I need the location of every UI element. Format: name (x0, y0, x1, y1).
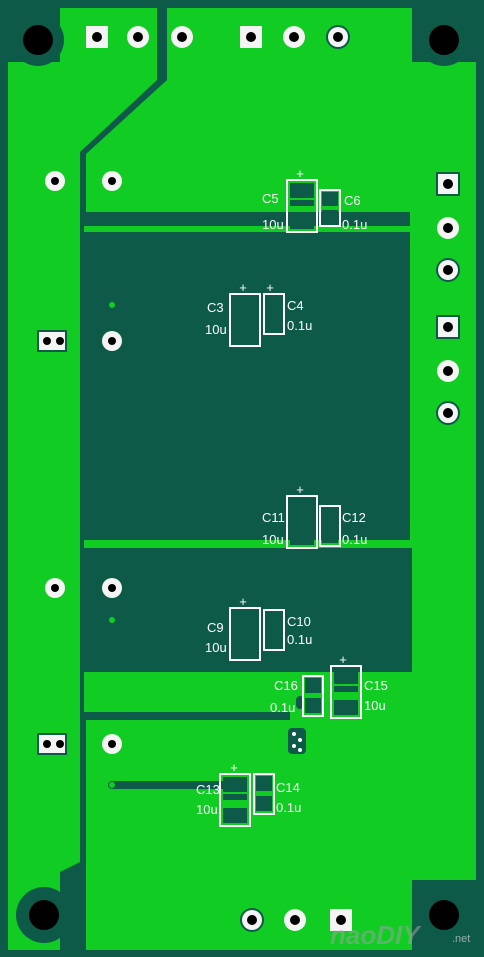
cap-c12 (319, 505, 341, 547)
plus-c9: + (239, 594, 247, 609)
cap-c9 (229, 607, 261, 661)
label-c14-val: 0.1u (276, 800, 301, 815)
label-c15-val: 10u (364, 698, 386, 713)
label-c10: C10 (287, 614, 311, 629)
label-c5-val: 10u (262, 217, 284, 232)
label-c11-val: 10u (262, 532, 284, 547)
plus-c11: + (296, 482, 304, 497)
label-c6: C6 (344, 193, 361, 208)
vias (288, 728, 306, 754)
cap-c5 (286, 179, 318, 233)
cap-c6 (319, 189, 341, 227)
watermark-suffix: .net (452, 933, 470, 945)
label-c13: C13 (196, 782, 220, 797)
mounting-hole-bottom-left (16, 887, 72, 943)
mounting-hole-top-left (12, 14, 64, 66)
cap-c10 (263, 609, 285, 651)
label-c15: C15 (364, 678, 388, 693)
traces (108, 301, 304, 789)
label-c4-val: 0.1u (287, 318, 312, 333)
label-c16: C16 (274, 678, 298, 693)
copper-left (8, 8, 157, 950)
mounting-hole-bottom-right (416, 887, 472, 943)
label-c9-val: 10u (205, 640, 227, 655)
cap-c14 (253, 773, 275, 815)
plus-c13: + (230, 760, 238, 775)
top-connector-pads (86, 25, 350, 49)
mounting-hole-top-right (418, 14, 470, 66)
label-c3: C3 (207, 300, 224, 315)
plus-c15: + (339, 652, 347, 667)
cap-c16 (302, 675, 324, 717)
bottom-connector-pads (240, 908, 352, 932)
label-c12: C12 (342, 510, 366, 525)
plus-c5: + (296, 166, 304, 181)
label-c9: C9 (207, 620, 224, 635)
label-c5: C5 (262, 191, 279, 206)
label-c6-val: 0.1u (342, 217, 367, 232)
label-c12-val: 0.1u (342, 532, 367, 547)
copper-main (84, 8, 476, 950)
label-c16-val: 0.1u (270, 700, 295, 715)
watermark: naoDIY (330, 920, 422, 950)
label-c4: C4 (287, 298, 304, 313)
cap-c11 (286, 495, 318, 549)
trace-fill (109, 302, 115, 788)
cap-c3 (229, 293, 261, 347)
right-connector-pads (436, 172, 460, 425)
cap-c13 (219, 773, 251, 827)
left-pads (37, 171, 122, 755)
label-c3-val: 10u (205, 322, 227, 337)
cap-c4 (263, 293, 285, 335)
label-c13-val: 10u (196, 802, 218, 817)
label-c11: C11 (262, 510, 285, 525)
label-c14: C14 (276, 780, 300, 795)
cap-c15 (330, 665, 362, 719)
plus-c4: + (266, 280, 274, 295)
plus-c3: + (239, 280, 247, 295)
label-c10-val: 0.1u (287, 632, 312, 647)
